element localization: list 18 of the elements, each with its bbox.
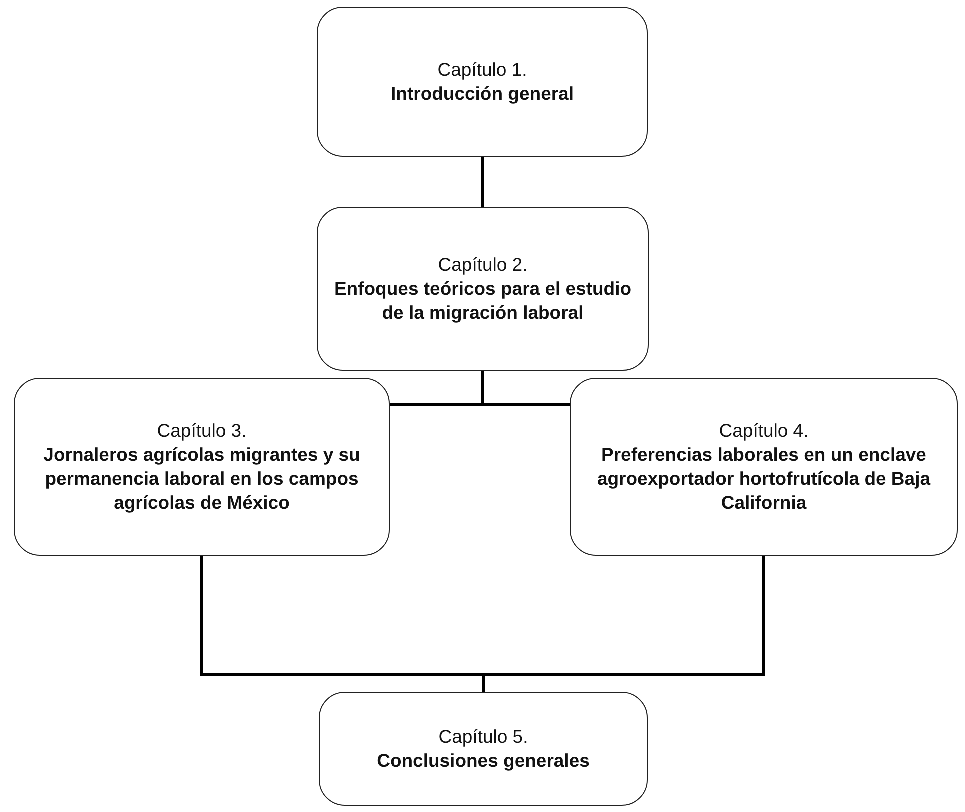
chapter-box	[317, 207, 649, 371]
chapter-number: Capítulo 1.	[438, 58, 528, 82]
connector-line	[482, 556, 766, 692]
chapter-box	[14, 378, 390, 556]
chapter-number: Capítulo 3.	[157, 418, 247, 443]
chapter-number: Capítulo 4.	[719, 418, 809, 443]
chapter-box	[570, 378, 958, 556]
chapter-title: Preferencias laborales en un enclave agroexportador hortofrutícola de Baja California	[596, 442, 932, 516]
chapter-title: Conclusiones generales	[377, 749, 590, 773]
chapter-title: Introducción general	[391, 82, 574, 106]
chapter-box	[319, 692, 648, 806]
chapter-title: Enfoques teóricos para el estudio de la migración laboral	[333, 276, 633, 326]
chapter-number: Capítulo 5.	[438, 724, 528, 749]
connector-line	[481, 157, 484, 207]
chapter-number: Capítulo 2.	[438, 252, 528, 277]
connector-line	[482, 371, 570, 406]
chapter-title: Jornaleros agrícolas migrantes y su permanencia laboral en los campos agrícolas de México	[42, 442, 362, 516]
chapter-box	[317, 7, 648, 157]
